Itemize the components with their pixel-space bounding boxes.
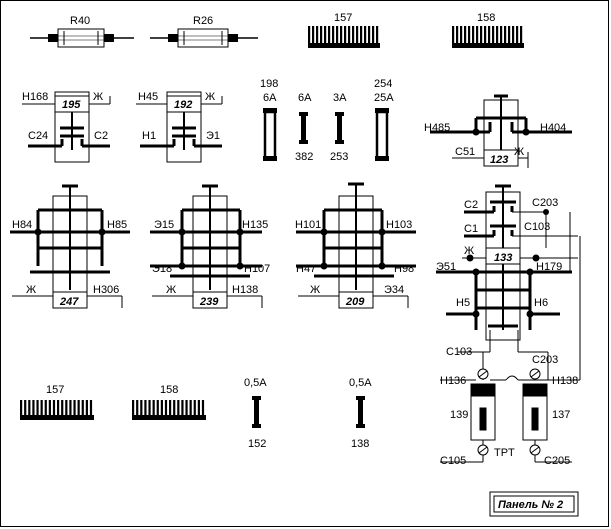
fuse-152-rating: 0,5A: [244, 377, 267, 389]
trt-label-137: 137: [552, 409, 570, 421]
relay-247: [10, 184, 130, 309]
terminal-block-157-top: 157: [308, 12, 380, 48]
resistor-r40-label: R40: [70, 15, 90, 27]
relay-192: [136, 91, 223, 163]
fuse-382-6a: 6A 382: [295, 92, 313, 163]
trt-label-139: 139: [450, 409, 468, 421]
fuse-198-top-label: 198: [260, 78, 278, 90]
relay-195-label-br: C2: [94, 130, 108, 142]
relay-239-label-br: H138: [232, 284, 258, 296]
relay-133-label-zh: Ж: [464, 245, 474, 257]
relay-123-label-bl: C51: [455, 146, 475, 158]
relay-133-label-c103: C103: [524, 221, 550, 233]
relay-123-number: 123: [490, 154, 508, 166]
relay-195-label-bl: C24: [28, 130, 48, 142]
relay-123-label-br: Ж: [514, 146, 524, 158]
terminal-block-157-top-label: 157: [334, 12, 352, 24]
relay-195-label-tl: H168: [22, 91, 48, 103]
trt-label-name: TPT: [494, 447, 515, 459]
relay-133-label-e51: Э51: [436, 261, 456, 273]
relay-192-label-br: Э1: [206, 130, 220, 142]
relay-209-label-br: Э34: [384, 284, 404, 296]
relay-239: [150, 184, 263, 309]
relay-209-label-ml: H47: [296, 263, 316, 275]
resistor-r26: R26: [150, 15, 258, 48]
relay-123-label-tl: H485: [424, 122, 450, 134]
relay-195: [22, 91, 111, 163]
relay-133-label-c1: C1: [464, 223, 478, 235]
trt-label-h138: H138: [552, 375, 578, 387]
relay-133: [436, 184, 581, 368]
relay-123-label-tr: H404: [540, 122, 566, 134]
relay-195-label-tr: Ж: [93, 91, 103, 103]
relay-209-label-mr: H98: [394, 263, 414, 275]
relay-209-label-bl: Ж: [310, 284, 320, 296]
fuse-254-25a: 254 25A: [374, 78, 394, 161]
relay-209-number: 209: [345, 296, 365, 308]
relay-247-label-br: H306: [93, 284, 119, 296]
fuse-382-bottom-label: 382: [295, 151, 313, 163]
relay-247-label-tr: H85: [107, 219, 127, 231]
relay-133-label-c203: C203: [532, 197, 558, 209]
relay-192-number: 192: [174, 99, 192, 111]
panel-label-box: Панель № 2: [489, 491, 579, 517]
fuse-198-6a: 198 6A: [260, 78, 278, 161]
relay-239-label-tl: Э15: [154, 219, 174, 231]
relay-239-number: 239: [199, 296, 219, 308]
fuse-138-05a: 0,5A 138: [349, 377, 372, 450]
relay-239-label-bl: Ж: [166, 284, 176, 296]
relay-123: [430, 94, 572, 168]
relay-192-label-tl: H45: [138, 91, 158, 103]
fuse-254-top-label: 254: [374, 78, 392, 90]
fuse-254-rating: 25A: [374, 92, 394, 104]
relay-247-label-bl: Ж: [26, 284, 36, 296]
relay-133-label-h6: H6: [534, 297, 548, 309]
thermal-relay-trt: [440, 352, 581, 463]
terminal-block-157-bottom-label: 157: [46, 384, 64, 396]
trt-label-c205: C205: [544, 455, 570, 467]
terminal-block-158-bottom-label: 158: [160, 384, 178, 396]
fuse-198-rating: 6A: [263, 92, 277, 104]
relay-239-label-tr: H135: [242, 219, 268, 231]
fuse-152-05a: 0,5A 152: [244, 377, 267, 450]
resistor-r26-label: R26: [193, 15, 213, 27]
relay-133-label-c2: C2: [464, 199, 478, 211]
terminal-circles: [477, 368, 541, 456]
relay-192-label-bl: H1: [142, 130, 156, 142]
fuse-138-bottom-label: 138: [351, 438, 369, 450]
relay-209: [296, 182, 416, 309]
relay-239-label-mr: H107: [244, 263, 270, 275]
terminal-block-158-bottom: 158: [132, 384, 206, 420]
trt-label-h136: H136: [440, 375, 466, 387]
terminal-block-158-top: 158: [452, 12, 524, 48]
relay-247-number: 247: [59, 296, 79, 308]
relay-133-label-c203-lower: C203: [532, 354, 558, 366]
terminal-block-157-bottom: 157: [20, 384, 94, 420]
panel-label: Панель № 2: [498, 499, 563, 511]
resistor-r40: R40: [30, 15, 134, 48]
trt-label-c105: C105: [440, 455, 466, 467]
relay-133-label-h179: H179: [536, 261, 562, 273]
relay-209-label-tr: H103: [386, 219, 412, 231]
fuse-138-rating: 0,5A: [349, 377, 372, 389]
relay-133-label-h5: H5: [456, 297, 470, 309]
fuse-253-3a: 3A 253: [330, 92, 348, 163]
relay-247-label-tl: H84: [12, 219, 32, 231]
relay-209-label-tl: H101: [295, 219, 321, 231]
relay-239-label-ml: Э18: [152, 263, 172, 275]
relay-133-number: 133: [494, 252, 512, 264]
relay-192-label-tr: Ж: [205, 91, 215, 103]
fuse-253-rating: 3A: [333, 92, 347, 104]
relay-133-label-c103-lower: C103: [446, 346, 472, 358]
terminal-block-158-top-label: 158: [477, 12, 495, 24]
fuse-152-bottom-label: 152: [248, 438, 266, 450]
relay-195-number: 195: [62, 99, 81, 111]
fuse-253-bottom-label: 253: [330, 151, 348, 163]
fuse-382-rating: 6A: [298, 92, 312, 104]
